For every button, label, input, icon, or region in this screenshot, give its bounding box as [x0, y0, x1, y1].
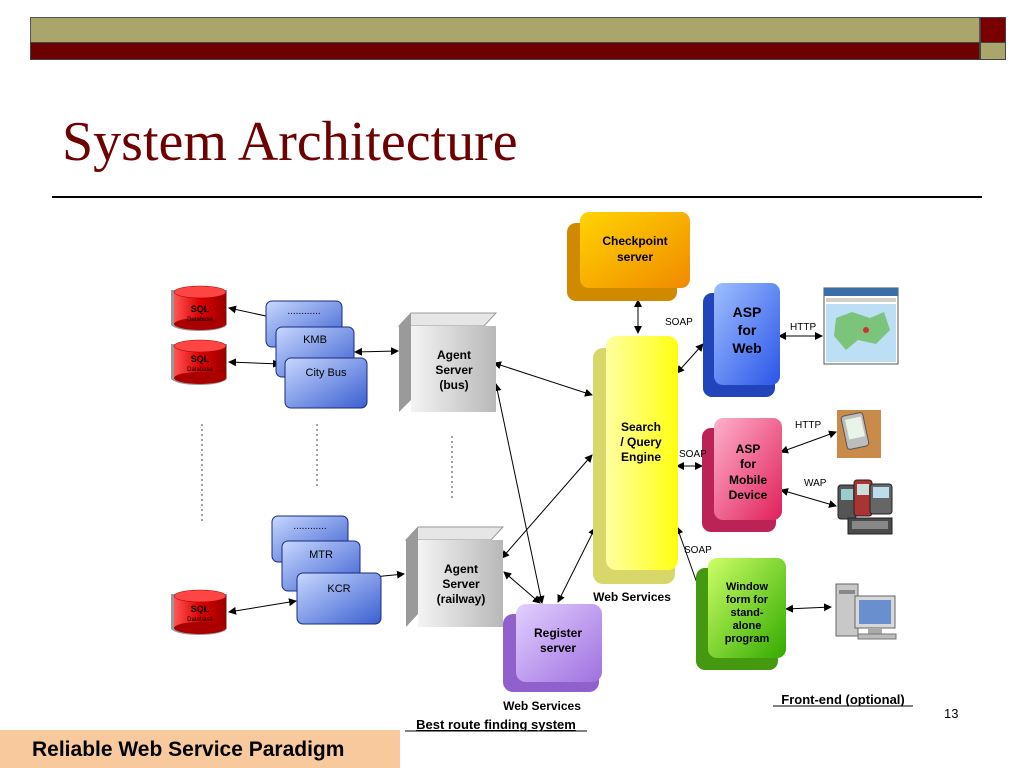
window-line-2: form for: [726, 594, 769, 606]
database-1: SQL Database: [171, 285, 227, 331]
asp-mobile-line-1: ASP: [736, 442, 761, 456]
page-number: 13: [944, 706, 959, 721]
agent-server-railway: Agent Server (railway): [404, 526, 505, 627]
bus-operator-1: ............: [287, 306, 320, 317]
http-web-label: HTTP: [790, 322, 816, 333]
search-query-engine: Search / Query Engine: [593, 336, 678, 584]
maroon-bar: [30, 42, 980, 60]
wap-label: WAP: [804, 478, 827, 489]
agent-bus-line-3: (bus): [439, 378, 468, 392]
asp-mobile-line-4: Device: [729, 488, 768, 502]
asp-web-line-3: Web: [732, 340, 761, 356]
best-route-caption: Best route finding system: [416, 717, 576, 732]
agent-server-bus: Agent Server (bus): [397, 312, 498, 412]
register-server: Register server: [503, 604, 602, 692]
rail-register-link: [503, 571, 541, 604]
rail-engine-link: [501, 454, 593, 559]
browser-map-icon: [823, 287, 899, 365]
asp-for-web: ASP for Web: [703, 283, 780, 397]
asp-web-line-1: ASP: [733, 304, 762, 320]
rail-operators: ............ MTR KCR: [271, 515, 382, 625]
agent-bus-line-1: Agent: [437, 348, 471, 362]
asp-web-line-2: for: [738, 322, 757, 338]
db1-sublabel: Database: [187, 317, 213, 323]
register-line-1: Register: [534, 626, 582, 640]
aspmobile-phone-link: [780, 488, 837, 508]
agent-rail-line-2: Server: [442, 577, 480, 591]
agent-rail-line-1: Agent: [444, 562, 478, 576]
db2-sublabel: Database: [187, 367, 213, 373]
bus-operator-3: City Bus: [306, 367, 347, 379]
window-line-3: stand-: [731, 607, 764, 619]
soap-window-label: SOAP: [684, 545, 712, 556]
soap-mobile-label: SOAP: [679, 449, 707, 460]
pda-icon: [837, 410, 881, 458]
database-3: SQL Database: [171, 589, 227, 635]
http-mobile-label: HTTP: [795, 420, 821, 431]
window-desktop-link: [785, 603, 832, 613]
footer-banner: [0, 730, 400, 768]
bus-agent-link: [354, 347, 399, 356]
connector-lines: [228, 299, 837, 615]
window-line-4: alone: [733, 620, 762, 632]
db2-label: SQL: [191, 354, 210, 364]
asp-mobile-line-2: for: [740, 457, 756, 471]
db2-link: [228, 358, 281, 368]
window-line-1: Window: [726, 581, 768, 593]
window-form-program: Window form for stand- alone program: [696, 558, 786, 670]
rail-operator-1: ............: [293, 521, 326, 532]
register-engine-link: [557, 527, 596, 603]
agent-bus-line-2: Server: [435, 363, 473, 377]
checkpoint-line-2: server: [617, 250, 653, 264]
window-line-5: program: [725, 633, 770, 645]
bus-operator-2: KMB: [303, 334, 327, 346]
db3-sublabel: Database: [187, 617, 213, 623]
engine-line-2: / Query: [620, 435, 662, 449]
db3-link: [228, 598, 297, 615]
soap-web-label: SOAP: [665, 317, 693, 328]
footer-text: Reliable Web Service Paradigm: [32, 738, 345, 761]
web-services-engine-label: Web Services: [593, 590, 671, 604]
asp-for-mobile-device: ASP for Mobile Device: [702, 418, 782, 532]
desktop-computer-icon: [835, 583, 897, 640]
title-bar-decoration: [30, 17, 1006, 60]
mobile-phones-icon: [837, 479, 893, 535]
asp-mobile-line-3: Mobile: [729, 473, 767, 487]
db1-label: SQL: [191, 304, 210, 314]
aspmobile-pda-link: [780, 430, 837, 454]
database-2: SQL Database: [171, 339, 227, 385]
web-services-register-label: Web Services: [503, 699, 581, 713]
checkpoint-line-1: Checkpoint: [602, 234, 667, 248]
rail-operator-card-3: [296, 572, 382, 625]
bus-operator-card-3: [284, 357, 368, 409]
rail-operator-3: KCR: [327, 583, 350, 595]
title-divider: [52, 196, 982, 198]
bus-engine-link: [493, 361, 593, 397]
engine-aspweb-link: [676, 343, 704, 374]
protocol-labels: SOAP SOAP SOAP HTTP HTTP WAP: [665, 317, 827, 556]
agent-rail-line-3: (railway): [437, 592, 486, 606]
olive-square: [980, 42, 1006, 60]
checkpoint-server: Checkpoint server: [567, 212, 690, 301]
slide-title: System Architecture: [62, 111, 518, 173]
engine-line-3: Engine: [621, 450, 661, 464]
dashed-lines: [201, 424, 453, 524]
front-end-caption: Front-end (optional): [781, 692, 904, 707]
engine-line-1: Search: [621, 420, 661, 434]
db3-label: SQL: [191, 604, 210, 614]
register-line-2: server: [540, 641, 576, 655]
rail-operator-2: MTR: [309, 549, 333, 561]
bus-operators: ............ KMB City Bus: [265, 300, 368, 409]
